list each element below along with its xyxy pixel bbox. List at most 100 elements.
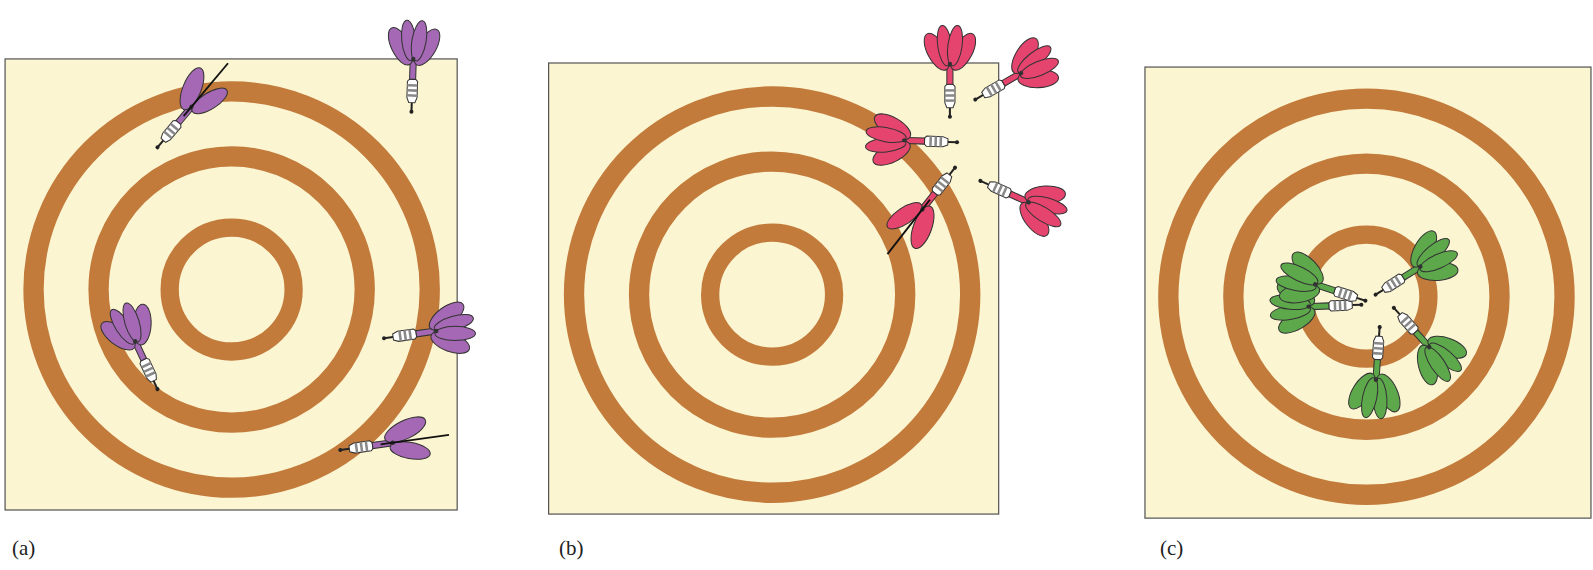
barrel-band — [1373, 347, 1383, 350]
barrel-band — [1404, 320, 1412, 327]
dart-point — [1363, 298, 1368, 303]
flight-hub — [132, 338, 138, 344]
barrel-band — [945, 89, 955, 92]
flight-hub — [948, 62, 952, 66]
flight-edge — [887, 200, 930, 254]
dart-flight — [435, 326, 476, 340]
barrel-band — [142, 363, 151, 367]
barrel-band — [171, 124, 179, 131]
dart-barrel — [407, 79, 418, 103]
dart — [1268, 243, 1377, 331]
dart — [335, 408, 453, 474]
barrel-band — [935, 185, 943, 191]
dart-point — [338, 448, 343, 453]
barrel-band — [1339, 300, 1342, 310]
barrel-band — [998, 185, 1002, 194]
dart-shaft — [1413, 330, 1430, 348]
dart-flight — [865, 124, 907, 145]
barrel-band — [1373, 342, 1383, 345]
dart-barrel — [945, 84, 955, 107]
dart-point — [1373, 292, 1379, 298]
dart-flight — [883, 198, 926, 234]
dart — [919, 25, 981, 119]
dart — [966, 152, 1077, 247]
flight-hub — [902, 138, 907, 143]
flight-hub — [1426, 344, 1432, 350]
dart — [91, 292, 187, 403]
flight-hub — [1026, 199, 1032, 205]
flight-hub — [1374, 377, 1379, 382]
dart-point — [409, 110, 413, 114]
dart-flight — [1022, 198, 1064, 232]
dart-point — [978, 178, 983, 183]
barrel-band — [144, 368, 153, 372]
barrel-band — [407, 84, 417, 87]
dart-point — [952, 165, 958, 171]
target-ring — [99, 156, 365, 422]
barrel-band — [996, 82, 1001, 91]
dart-flight — [1358, 376, 1380, 419]
dart-point — [948, 115, 952, 119]
target-ring — [710, 233, 834, 357]
barrel-band — [1339, 288, 1342, 298]
dart-barrel — [1372, 336, 1384, 360]
dart-point — [155, 144, 161, 150]
barrel-band — [1401, 317, 1409, 324]
barrel-band — [407, 89, 417, 92]
dart-point — [155, 386, 160, 391]
target-ring — [34, 91, 430, 487]
dart-flight — [119, 301, 144, 344]
dart-point — [955, 140, 959, 144]
flight-hub — [1018, 70, 1024, 76]
panel-label: (c) — [1160, 536, 1183, 561]
dart-point — [382, 336, 387, 341]
barrel-band — [399, 331, 400, 341]
dart-barrel — [349, 441, 374, 454]
dart-point — [973, 97, 979, 103]
dart-flight — [1278, 259, 1321, 290]
barrel-band — [356, 443, 357, 453]
target-ring — [574, 97, 970, 493]
barrel-band — [1391, 279, 1396, 288]
dart — [1268, 274, 1364, 339]
barrel-band — [164, 132, 172, 139]
flight-hub — [1312, 282, 1318, 288]
barrel-band — [1334, 301, 1337, 311]
dart-point — [1377, 325, 1381, 329]
dartboard — [549, 63, 999, 514]
board-square — [1145, 67, 1591, 518]
darts — [91, 19, 1479, 475]
flight-edge — [381, 435, 449, 445]
barrel-band — [941, 177, 949, 183]
barrel-band — [939, 137, 942, 147]
barrel-band — [407, 94, 417, 97]
barrel-band — [945, 94, 955, 97]
barrel-band — [146, 372, 155, 376]
dart — [958, 27, 1070, 128]
barrel-band — [1344, 289, 1347, 299]
flight-hub — [411, 57, 416, 62]
barrel-band — [366, 441, 367, 451]
dart-flight — [408, 20, 429, 62]
flight-hub — [1306, 304, 1311, 309]
barrel-band — [404, 330, 405, 340]
boards — [5, 19, 1591, 519]
barrel-band — [929, 136, 932, 146]
dart-barrel — [139, 357, 158, 382]
target-ring — [1233, 164, 1499, 430]
dart — [868, 151, 977, 270]
barrel-band — [167, 128, 175, 135]
panel-label: (b) — [559, 536, 584, 561]
barrel-band — [1373, 352, 1383, 355]
barrel-band — [361, 442, 362, 452]
dart — [381, 19, 446, 115]
dartboard — [5, 59, 457, 510]
barrel-band — [1395, 276, 1400, 285]
target-ring — [1304, 235, 1428, 359]
target-ring — [1168, 99, 1564, 495]
dart-barrel — [392, 329, 417, 342]
dart-barrel — [1329, 300, 1353, 311]
barrel-band — [993, 183, 997, 192]
dart — [1358, 220, 1471, 322]
